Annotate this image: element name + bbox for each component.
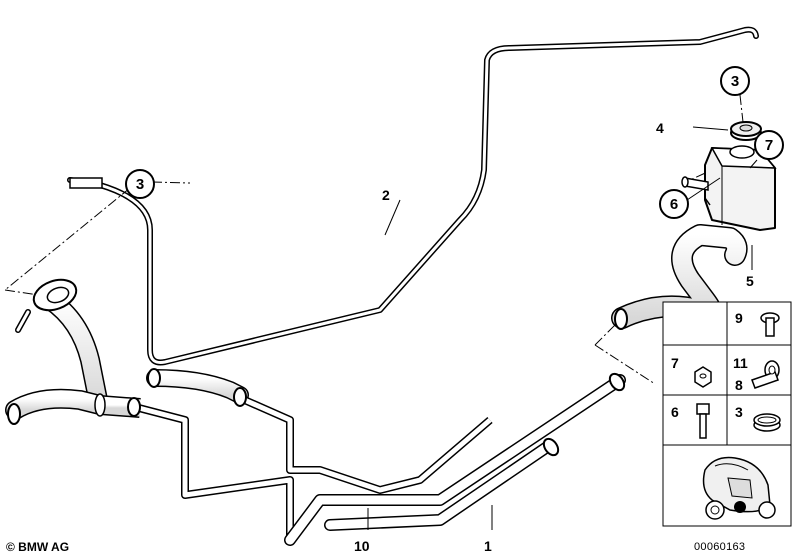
- flange-hose-assembly: [5, 278, 141, 425]
- bolt-icon: [760, 312, 780, 337]
- screw-icon: [696, 403, 710, 439]
- callout-3-left: 3: [125, 169, 155, 199]
- svg-text:6: 6: [670, 196, 678, 213]
- callout-4: 4: [656, 120, 664, 136]
- callout-5: 5: [746, 273, 754, 289]
- svg-text:3: 3: [731, 73, 739, 90]
- coolant-hose-1: [284, 372, 626, 546]
- part-label-9: 9: [735, 310, 743, 326]
- copyright-notice: © BMW AG: [6, 540, 70, 554]
- part-label-11: 11: [733, 355, 748, 371]
- expansion-tank: [681, 145, 777, 231]
- coolant-pipe-2: [67, 26, 759, 366]
- leader-lines: [367, 126, 758, 530]
- scooter-location-icon: [702, 456, 776, 520]
- callout-7: 7: [754, 130, 784, 160]
- part-label-8: 8: [735, 377, 743, 393]
- clamp-icon: [751, 360, 780, 389]
- nut-icon: [694, 366, 712, 388]
- callout-1: 1: [484, 538, 492, 554]
- small-parts-panel: 9 7 11 8 6 3: [662, 301, 792, 527]
- part-label-3: 3: [735, 404, 743, 420]
- callout-6: 6: [659, 189, 689, 219]
- coolant-hose-10: [127, 368, 493, 540]
- svg-text:7: 7: [765, 137, 773, 154]
- callout-10: 10: [354, 538, 370, 554]
- document-number: 00060163: [694, 541, 746, 553]
- callout-3-right: 3: [720, 66, 750, 96]
- assembly-guide-lines: [4, 94, 746, 385]
- callout-2: 2: [382, 187, 390, 203]
- part-label-7: 7: [671, 355, 679, 371]
- svg-text:3: 3: [136, 176, 144, 193]
- part-label-6: 6: [671, 404, 679, 420]
- hose-clamp-icon: [753, 413, 781, 432]
